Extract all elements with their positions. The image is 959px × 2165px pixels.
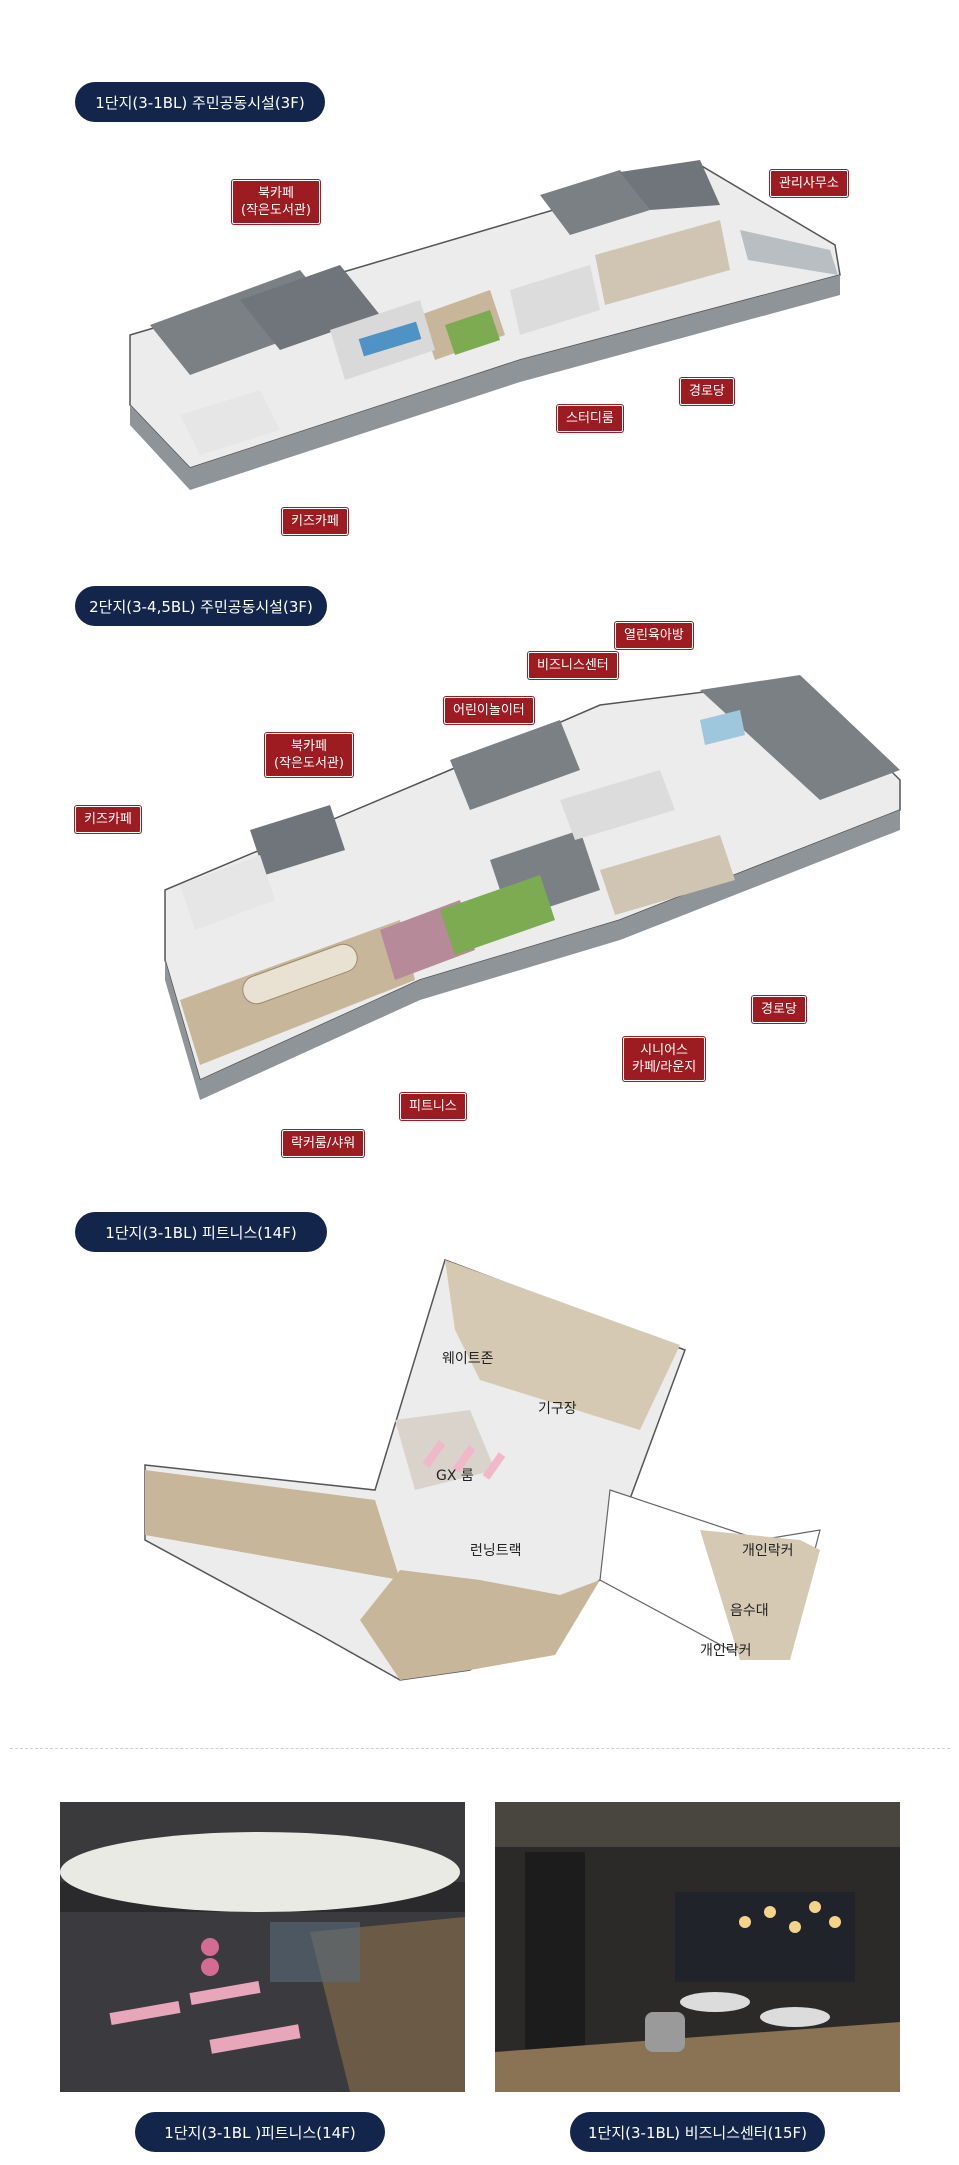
section-divider bbox=[10, 1748, 950, 1749]
floor-plan-3-body bbox=[144, 1259, 821, 1681]
floor-plan-1 bbox=[129, 160, 841, 490]
photo-business bbox=[495, 1802, 900, 2092]
label-locker-2: 락커룸/샤워 bbox=[282, 1130, 365, 1157]
label-senior-1: 경로당 bbox=[680, 378, 734, 405]
label-office-1: 관리사무소 bbox=[770, 170, 848, 197]
label-kids-1: 키즈카페 bbox=[282, 508, 348, 535]
floor-plan-3 bbox=[144, 1259, 821, 1681]
photo-fitness-scene bbox=[60, 1802, 465, 2092]
photo-caption-business: 1단지(3-1BL) 비즈니스센터(15F) bbox=[570, 2112, 825, 2152]
floor-plan-2 bbox=[164, 675, 901, 1100]
section-3-title: 1단지(3-1BL) 피트니스(14F) bbox=[75, 1212, 327, 1252]
label-study-1: 스터디룸 bbox=[557, 405, 623, 432]
label-track-3: 런닝트랙 bbox=[470, 1543, 522, 1559]
floor-plan-2-body bbox=[164, 675, 901, 1100]
section-1-title: 1단지(3-1BL) 주민공동시설(3F) bbox=[75, 82, 325, 122]
label-fountain-3: 음수대 bbox=[730, 1603, 769, 1619]
label-kids-2: 키즈카페 bbox=[75, 806, 141, 833]
label-lounge-2: 시니어스 카페/라운지 bbox=[623, 1037, 706, 1081]
label-locker2-3: 개인락커 bbox=[700, 1643, 752, 1659]
label-nursery-2: 열린육아방 bbox=[615, 622, 693, 649]
photo-caption-fitness: 1단지(3-1BL )피트니스(14F) bbox=[135, 2112, 385, 2152]
label-machine-3: 기구장 bbox=[538, 1401, 577, 1417]
label-play-2: 어린이놀이터 bbox=[444, 697, 534, 724]
label-fitness-2: 피트니스 bbox=[400, 1093, 466, 1120]
label-bookcafe-2: 북카페 (작은도서관) bbox=[265, 733, 353, 777]
label-gx-3: GX 룸 bbox=[436, 1468, 474, 1484]
label-weight-3: 웨이트존 bbox=[442, 1351, 494, 1367]
label-locker1-3: 개인락커 bbox=[742, 1543, 794, 1559]
label-bookcafe-1: 북카페 (작은도서관) bbox=[232, 180, 320, 224]
section-2-title: 2단지(3-4,5BL) 주민공동시설(3F) bbox=[75, 586, 327, 626]
floor-plan-1-body bbox=[129, 160, 841, 490]
label-business-2: 비즈니스센터 bbox=[528, 652, 618, 679]
label-senior-2: 경로당 bbox=[752, 996, 806, 1023]
photo-business-scene bbox=[495, 1802, 900, 2092]
photo-fitness bbox=[60, 1802, 465, 2092]
